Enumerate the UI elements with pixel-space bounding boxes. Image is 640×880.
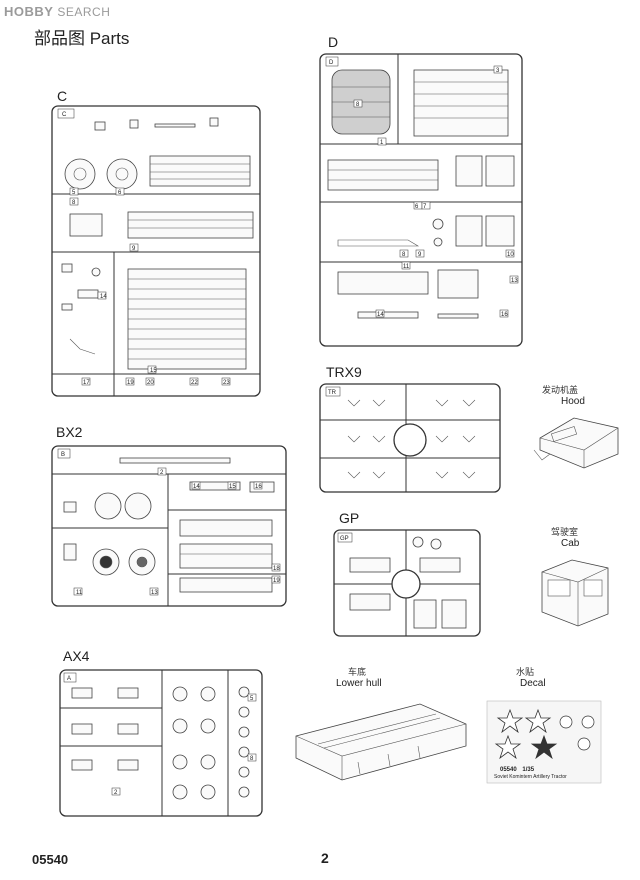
decal-label-en: Decal <box>520 678 546 689</box>
sprue-d: D 8 3 1 6 7 8 9 10 11 13 14 16 <box>319 53 523 347</box>
svg-text:14: 14 <box>100 294 107 300</box>
footer-kit-code: 05540 <box>32 852 69 867</box>
sprue-d-tag: D <box>329 60 334 66</box>
sprue-ax4-tag: A <box>67 676 71 682</box>
decal-caption: Soviet Komintern Artillery Tractor <box>494 774 567 780</box>
sprue-ax4: A 2 5 8 <box>59 669 263 817</box>
svg-text:5: 5 <box>72 190 76 196</box>
svg-text:8: 8 <box>356 102 360 108</box>
decal-label-cn: 水贴 <box>516 667 535 677</box>
svg-text:2: 2 <box>160 470 164 476</box>
svg-text:9: 9 <box>418 252 422 258</box>
svg-text:2: 2 <box>114 790 118 796</box>
watermark-brand: HOBBY <box>4 4 54 19</box>
sprue-gp-tag: GP <box>340 536 349 542</box>
svg-text:15: 15 <box>229 484 236 490</box>
sprue-bx2-label: BX2 <box>56 424 83 440</box>
svg-text:8: 8 <box>72 200 76 206</box>
sprue-c-label: C <box>57 88 68 104</box>
svg-text:3: 3 <box>496 68 500 74</box>
cab-label-cn: 驾驶室 <box>551 527 579 537</box>
svg-text:6: 6 <box>118 190 122 196</box>
sprue-bx2: B 2 14 15 16 18 19 11 13 <box>51 445 287 607</box>
sprue-gp-label: GP <box>339 510 360 526</box>
svg-text:9: 9 <box>132 246 136 252</box>
svg-text:13: 13 <box>511 278 518 284</box>
svg-text:1: 1 <box>380 140 384 146</box>
svg-text:6: 6 <box>415 204 419 210</box>
svg-text:8: 8 <box>402 252 406 258</box>
hood-label-en: Hood <box>561 396 585 407</box>
svg-text:8: 8 <box>250 756 254 762</box>
cab-drawing <box>541 559 609 627</box>
svg-text:7: 7 <box>423 204 427 210</box>
sprue-ax4-label: AX4 <box>63 648 90 664</box>
sprue-c: C 5 6 8 9 14 15 17 19 20 22 23 <box>51 105 261 397</box>
lower-hull-drawing <box>295 703 467 781</box>
svg-text:22: 22 <box>191 380 198 386</box>
watermark: HOBBY SEARCH <box>4 4 110 19</box>
svg-text:16: 16 <box>255 484 262 490</box>
svg-text:10: 10 <box>507 252 514 258</box>
svg-text:18: 18 <box>273 566 280 572</box>
page-number: 2 <box>321 850 329 866</box>
decal-code: 05540 <box>500 767 517 773</box>
lower-hull-label-en: Lower hull <box>336 678 382 689</box>
svg-text:14: 14 <box>193 484 200 490</box>
svg-text:11: 11 <box>76 590 83 596</box>
svg-text:05540 1/35: 05540 1/35 <box>500 767 535 773</box>
sprue-d-label: D <box>328 34 339 50</box>
hood-label-cn: 发动机盖 <box>542 385 579 395</box>
sprue-trx9-label: TRX9 <box>326 364 362 380</box>
watermark-suffix: SEARCH <box>57 5 111 19</box>
svg-text:19: 19 <box>273 578 280 584</box>
svg-text:11: 11 <box>403 264 410 270</box>
svg-text:23: 23 <box>223 380 230 386</box>
sprue-gp: GP <box>333 529 481 637</box>
svg-text:19: 19 <box>127 380 134 386</box>
sprue-c-tag: C <box>62 112 67 118</box>
svg-text:17: 17 <box>83 380 90 386</box>
svg-text:13: 13 <box>151 590 158 596</box>
svg-text:16: 16 <box>501 312 508 318</box>
decal-sheet: 05540 1/35 Soviet Komintern Artillery Tr… <box>486 700 602 784</box>
svg-text:14: 14 <box>377 312 384 318</box>
sprue-trx9-tag: TR <box>328 390 337 396</box>
svg-text:5: 5 <box>250 696 254 702</box>
sprue-trx9: TR <box>319 383 501 493</box>
lower-hull-label-cn: 车底 <box>348 667 367 677</box>
cab-label-en: Cab <box>561 538 580 549</box>
sprue-bx2-tag: B <box>61 452 65 458</box>
svg-text:20: 20 <box>147 380 154 386</box>
svg-text:15: 15 <box>150 368 157 374</box>
decal-scale: 1/35 <box>522 767 534 773</box>
hood-drawing <box>533 417 619 469</box>
page-title: 部品图 Parts <box>34 29 130 48</box>
